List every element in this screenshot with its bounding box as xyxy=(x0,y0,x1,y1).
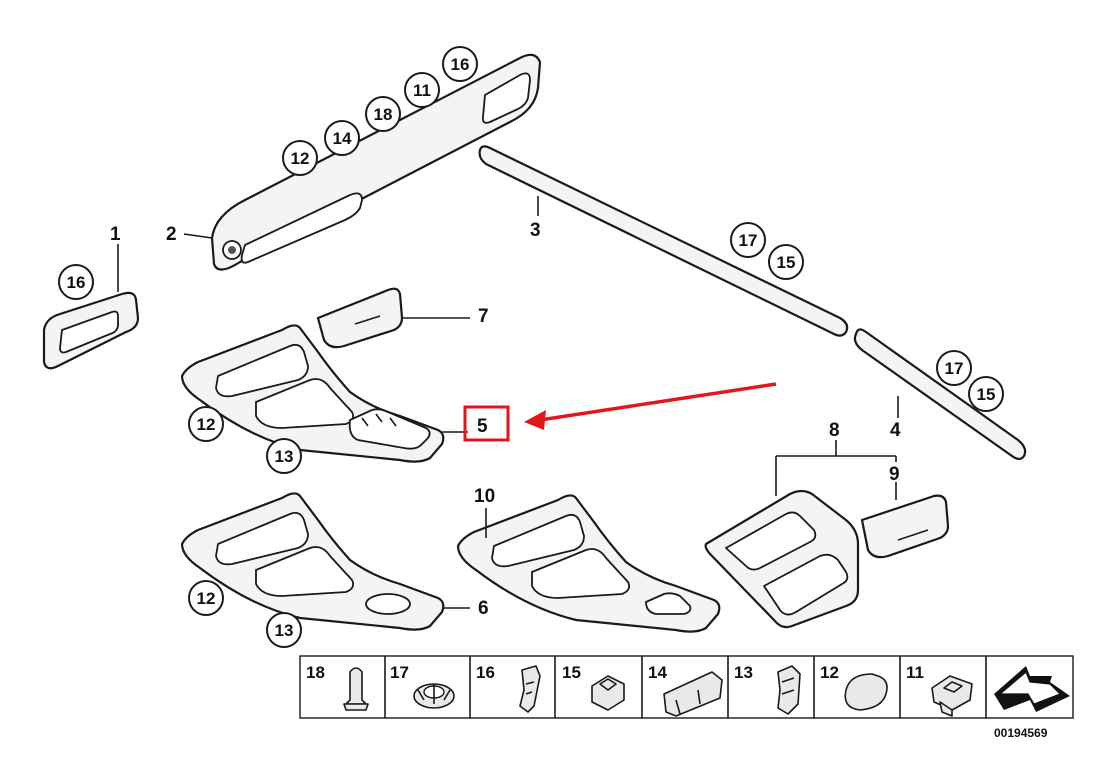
callout-9: 9 xyxy=(889,464,900,485)
badge-14-top: 14 xyxy=(333,129,352,148)
legend-num-13: 13 xyxy=(734,663,753,682)
part-5-console-trim xyxy=(180,324,445,463)
clip-icon xyxy=(519,665,541,713)
part-10-console-trim xyxy=(456,494,721,633)
grommet-icon xyxy=(413,683,455,709)
callout-7: 7 xyxy=(478,306,489,327)
badge-12-top: 12 xyxy=(291,149,310,168)
legend-num-14: 14 xyxy=(648,663,667,682)
legend-num-11: 11 xyxy=(906,663,924,682)
callout-4: 4 xyxy=(890,420,901,441)
part-4-right-strip xyxy=(853,328,1027,461)
part-9-cover xyxy=(860,494,950,559)
part-8-bezel xyxy=(704,489,860,629)
badge-15-right: 15 xyxy=(977,385,996,404)
badge-18-top: 18 xyxy=(374,105,393,124)
badge-13-mid: 13 xyxy=(275,447,294,466)
badge-12-mid: 12 xyxy=(197,415,216,434)
nut-clip-icon xyxy=(591,675,625,711)
callout-3: 3 xyxy=(530,220,541,241)
callout-8: 8 xyxy=(829,420,840,441)
highlight-arrow xyxy=(463,382,777,442)
navigation-arrow-icon xyxy=(994,666,1070,712)
legend-num-12: 12 xyxy=(820,663,839,682)
legend-num-17: 17 xyxy=(390,663,409,682)
callout-2: 2 xyxy=(166,224,177,245)
badge-16-left: 16 xyxy=(67,273,86,292)
legend-strip: 18 17 16 15 14 13 xyxy=(299,655,1074,719)
badge-17-right: 17 xyxy=(945,359,964,378)
spring-clip-icon xyxy=(777,665,801,715)
clip-nut-icon xyxy=(931,675,973,717)
callout-numbers: 1 2 3 4 5 6 7 8 9 10 xyxy=(110,220,901,619)
callout-1: 1 xyxy=(110,224,121,245)
legend-num-16: 16 xyxy=(476,663,495,682)
badge-11-top: 11 xyxy=(413,81,431,100)
legend-num-18: 18 xyxy=(306,663,325,682)
callout-5: 5 xyxy=(477,416,488,437)
catalog-number: 00194569 xyxy=(994,726,1048,740)
badge-16-top: 16 xyxy=(451,55,470,74)
bracket-icon xyxy=(663,671,723,717)
part-7-cover xyxy=(316,287,404,349)
badge-13-low: 13 xyxy=(275,621,294,640)
callout-10: 10 xyxy=(474,486,495,507)
part-3-long-strip xyxy=(478,145,849,337)
circle-badges: 16 11 18 14 12 16 17 15 17 15 12 13 12 1… xyxy=(58,46,1004,648)
callout-6: 6 xyxy=(478,598,489,619)
highlight-box xyxy=(463,405,510,442)
part-2-dash-trim xyxy=(210,53,542,271)
part-6-console-trim xyxy=(180,492,445,631)
badge-17-mid: 17 xyxy=(739,231,758,250)
legend-num-15: 15 xyxy=(562,663,581,682)
badge-12-low: 12 xyxy=(197,589,216,608)
pin-icon xyxy=(343,667,369,711)
plug-icon xyxy=(844,673,888,711)
part-1-left-trim xyxy=(42,291,140,370)
badge-15-mid: 15 xyxy=(777,253,796,272)
